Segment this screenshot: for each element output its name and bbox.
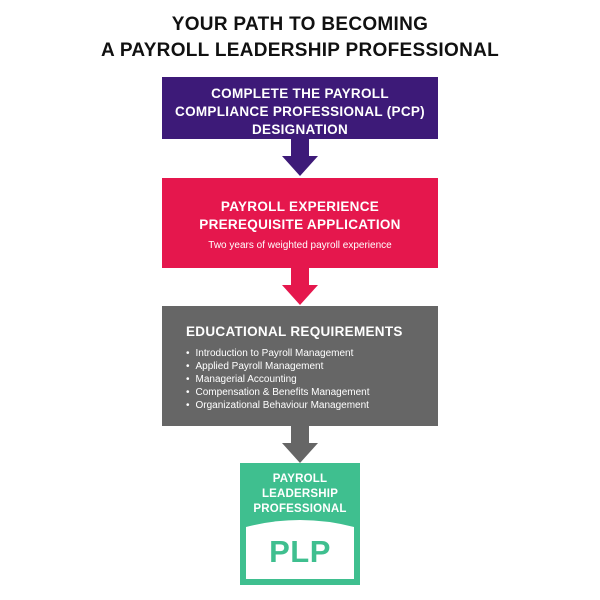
step1-heading-line-1: COMPLETE THE PAYROLL bbox=[211, 86, 389, 101]
title-line-2: A PAYROLL LEADERSHIP PROFESSIONAL bbox=[100, 40, 500, 61]
badge-arc bbox=[246, 520, 354, 579]
title-line-1: YOUR PATH TO BECOMING bbox=[171, 14, 429, 35]
step3-heading: EDUCATIONAL REQUIREMENTS bbox=[186, 324, 403, 339]
badge-label-line-3: PROFESSIONAL bbox=[253, 503, 347, 515]
page-title: YOUR PATH TO BECOMING A PAYROLL LEADERSH… bbox=[0, 12, 600, 64]
step2-heading-line-1: PAYROLL EXPERIENCE bbox=[220, 199, 380, 214]
down-arrow-icon bbox=[282, 425, 318, 463]
down-arrow-icon bbox=[282, 138, 318, 176]
down-arrow-icon bbox=[282, 267, 318, 305]
step-educational-requirements: EDUCATIONAL REQUIREMENTS Introduction to… bbox=[162, 306, 438, 426]
step1-heading-line-2: COMPLIANCE PROFESSIONAL (PCP) bbox=[175, 104, 425, 119]
arrow3-shape bbox=[282, 425, 318, 463]
requirements-list: Introduction to Payroll Management Appli… bbox=[186, 347, 438, 412]
badge-abbreviation: PLP bbox=[269, 534, 331, 569]
plp-badge: PAYROLL LEADERSHIP PROFESSIONAL PLP bbox=[240, 463, 360, 585]
list-item: Organizational Behaviour Management bbox=[186, 399, 438, 412]
list-item: Managerial Accounting bbox=[186, 373, 438, 386]
badge-label: PAYROLL LEADERSHIP PROFESSIONAL bbox=[240, 472, 360, 517]
list-item: Introduction to Payroll Management bbox=[186, 347, 438, 360]
arrow2-shape bbox=[282, 267, 318, 305]
badge-shape bbox=[240, 463, 360, 585]
list-item: Compensation & Benefits Management bbox=[186, 386, 438, 399]
list-item: Applied Payroll Management bbox=[186, 360, 438, 373]
step-pcp-designation: COMPLETE THE PAYROLL COMPLIANCE PROFESSI… bbox=[162, 77, 438, 139]
step2-subtext: Two years of weighted payroll experience bbox=[208, 240, 392, 251]
badge-label-line-2: LEADERSHIP bbox=[261, 488, 339, 500]
step2-heading-line-2: PREREQUISITE APPLICATION bbox=[199, 217, 401, 232]
step1-heading-line-3: DESIGNATION bbox=[251, 122, 349, 137]
arrow1-shape bbox=[282, 138, 318, 176]
step-experience-application: PAYROLL EXPERIENCE PREREQUISITE APPLICAT… bbox=[162, 178, 438, 268]
badge-label-line-1: PAYROLL bbox=[272, 473, 328, 485]
